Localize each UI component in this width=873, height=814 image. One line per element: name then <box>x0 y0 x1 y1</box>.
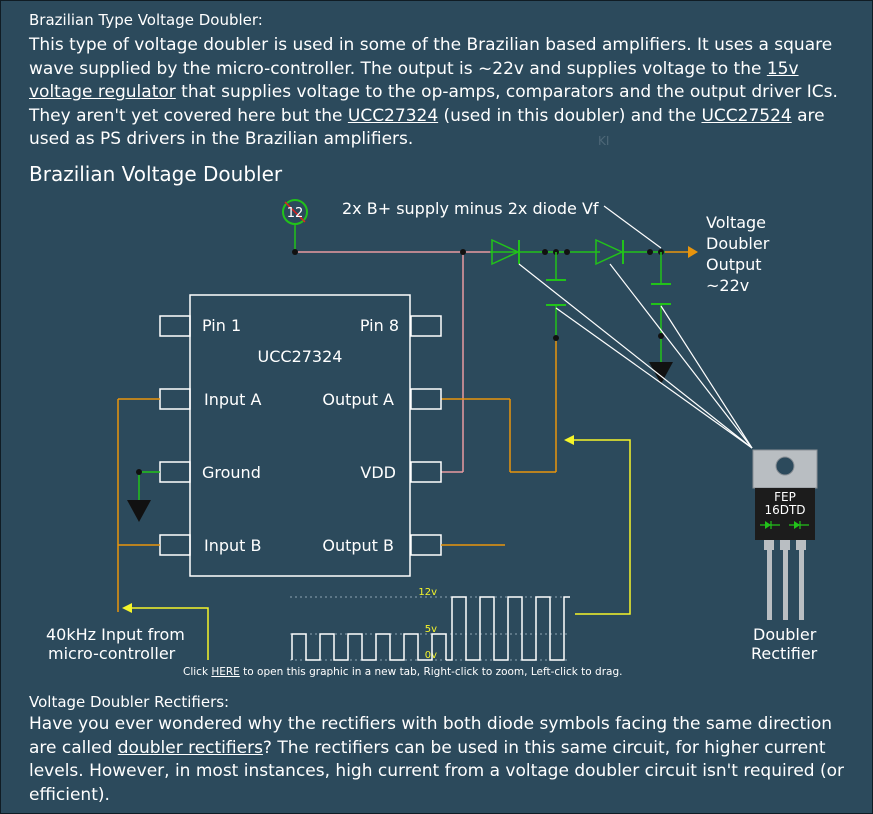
rectifier-marking-1: FEP <box>774 490 796 504</box>
input-waveform <box>291 633 447 661</box>
input-label-2: micro-controller <box>48 644 176 663</box>
rectifier-marking-2: 16DTD <box>764 503 805 517</box>
output-arrow <box>688 246 698 258</box>
rectifiers-text-1: Have you ever wondered why the rectifier… <box>29 714 833 758</box>
ground-label: Ground <box>202 463 261 482</box>
rectifier-body <box>755 488 815 540</box>
rectifier-label-1: Doubler <box>753 625 817 644</box>
rectifiers-heading: Voltage Doubler Rectifiers: <box>29 693 230 711</box>
output-label-1: Voltage <box>706 213 767 232</box>
input-b-label: Input B <box>204 536 262 555</box>
ucc27324-link[interactable]: UCC27324 <box>347 105 439 126</box>
intro-heading: Brazilian Type Voltage Doubler: <box>29 11 263 29</box>
supply-node-slash <box>284 201 306 223</box>
output-label-2: Doubler <box>706 234 770 253</box>
rectifier-label-2: Rectifier <box>751 644 818 663</box>
text-icon: KI <box>598 134 610 148</box>
vdd-label: VDD <box>360 463 396 482</box>
pin8-label: Pin 8 <box>360 316 399 335</box>
input-a-label: Input A <box>204 390 262 409</box>
rectifiers-paragraph: Have you ever wondered why the rectifier… <box>29 713 849 807</box>
wave-12v: 12v <box>418 587 437 598</box>
wave-5v: 5v <box>425 624 437 635</box>
output-waveform <box>446 596 570 661</box>
rectifiers-text-2: ? The rectifiers can be used in this sam… <box>29 737 845 805</box>
diode-1 <box>491 238 520 266</box>
regulator-link[interactable]: 15v voltage regulator <box>29 58 799 103</box>
open-graphic-link[interactable]: HERE <box>211 666 240 678</box>
vf-annotation: 2x B+ supply minus 2x diode Vf <box>342 199 599 218</box>
intro-paragraph: This type of voltage doubler is used in … <box>29 34 849 152</box>
output-label-3: Output <box>706 255 762 274</box>
input-pointer-arrow <box>122 603 132 613</box>
caption-suffix: to open this graphic in a new tab, Right… <box>239 666 623 678</box>
supply-node-label: 12 <box>287 206 304 221</box>
intro-text-4: are used as PS drivers in the Brazilian … <box>29 105 825 150</box>
intro-text-2: that supplies voltage to the op-amps, co… <box>29 82 838 126</box>
output-b-label: Output B <box>322 536 394 555</box>
diagram-title: Brazilian Voltage Doubler <box>29 162 283 186</box>
caption-prefix: Click <box>183 666 212 678</box>
output-pointer-arrow <box>564 435 574 445</box>
input-label-1: 40kHz Input from <box>46 625 185 644</box>
intro-text-1: This type of voltage doubler is used in … <box>29 35 833 79</box>
ucc27524-link[interactable]: UCC27524 <box>701 105 792 126</box>
wave-0v: 0v <box>425 650 437 661</box>
pin1-label: Pin 1 <box>202 316 241 335</box>
ic-body <box>189 294 411 577</box>
output-label-4: ~22v <box>706 276 750 295</box>
diode-2 <box>595 238 624 266</box>
intro-text-3: (used in this doubler) and the <box>438 105 702 126</box>
doubler-rectifiers-link[interactable]: doubler rectifiers <box>117 737 263 758</box>
diagram-caption: Click HERE to open this graphic in a new… <box>183 666 622 678</box>
ground-symbol-ic <box>127 500 151 522</box>
ic-name: UCC27324 <box>258 347 343 366</box>
output-a-label: Output A <box>322 390 394 409</box>
ground-symbol-output <box>649 362 673 384</box>
